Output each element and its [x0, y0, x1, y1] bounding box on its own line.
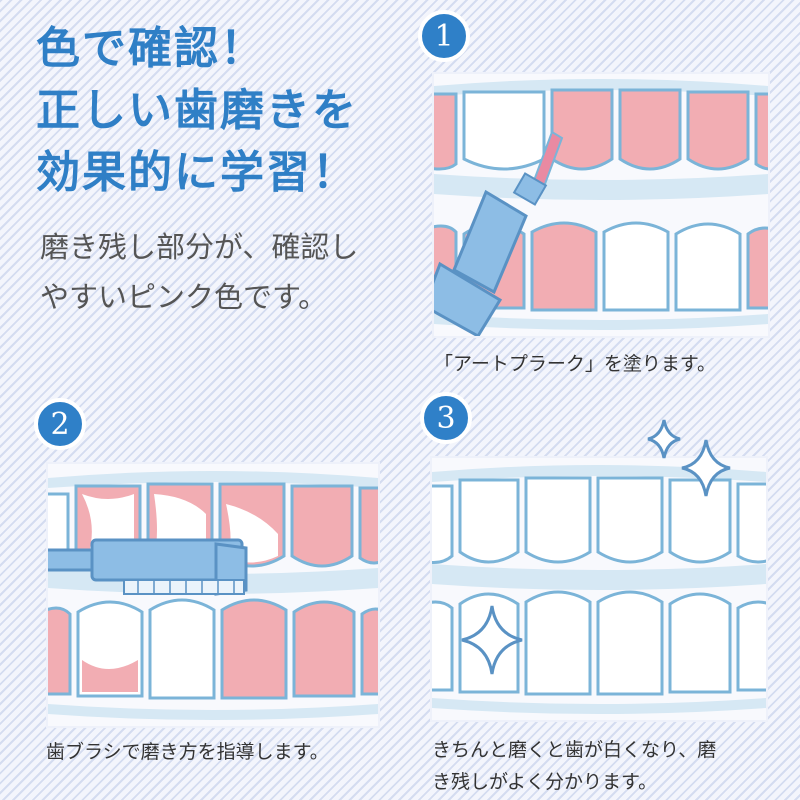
plaque-applicator-icon [434, 130, 564, 336]
step-2-teeth-illustration [48, 464, 378, 726]
step-3-caption-line-2: き残しがよく分かります。 [432, 771, 658, 793]
headline-line-2: 正しい歯磨きを [36, 85, 358, 136]
step-2-caption: 歯ブラシで磨き方を指導します。 [46, 741, 329, 763]
headline-line-3: 効果的に学習！ [36, 147, 358, 198]
step-3-panel [430, 456, 768, 722]
subtext-line-1: 磨き残し部分が、確認し [40, 230, 359, 264]
step-1-badge: 1 [418, 10, 470, 62]
step-2-panel [46, 462, 380, 728]
subtext-line-2: やすいピンク色です。 [40, 280, 328, 314]
step-3-teeth-illustration [432, 458, 766, 720]
step-3-caption: きちんと磨くと歯が白くなり、磨 き残しがよく分かります。 [432, 734, 716, 798]
headline: 色で確認！ 正しい歯磨きを 効果的に学習！ [36, 18, 358, 204]
sparkle-icon [461, 605, 523, 675]
toothbrush-icon [48, 538, 248, 596]
step-2-badge: 2 [34, 398, 86, 450]
step-3-badge: 3 [420, 392, 472, 444]
step-1-caption: 「アートプラーク」を塗ります。 [434, 353, 716, 375]
sparkle-cluster-icon [647, 419, 731, 497]
subtext: 磨き残し部分が、確認し やすいピンク色です。 [40, 222, 358, 322]
step-1-teeth-illustration [434, 74, 768, 336]
step-3-caption-line-1: きちんと磨くと歯が白くなり、磨 [432, 739, 717, 761]
headline-line-1: 色で確認！ [36, 23, 266, 74]
step-1-panel [432, 72, 770, 338]
